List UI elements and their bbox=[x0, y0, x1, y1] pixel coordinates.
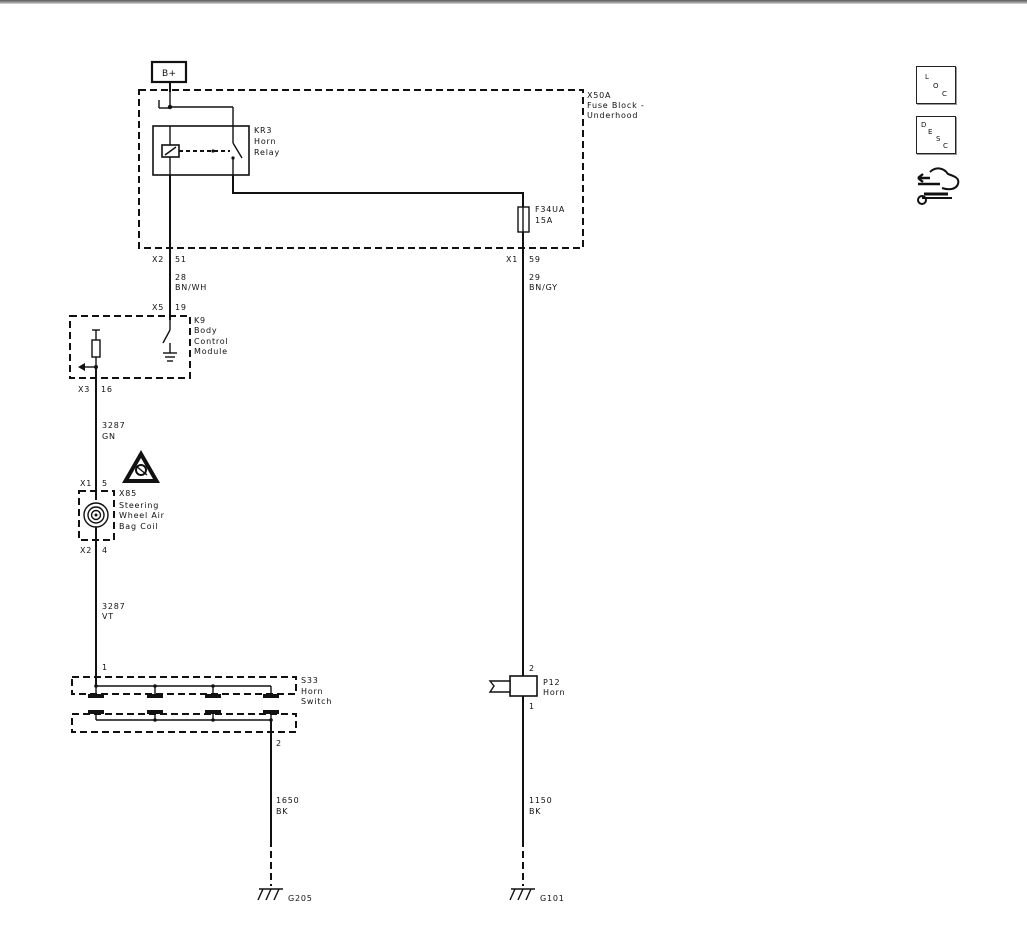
desc-letter-4: C bbox=[943, 142, 948, 150]
horn-pin-top: 2 bbox=[529, 664, 535, 673]
conn-x5: X5 bbox=[152, 303, 164, 312]
coil-id: X85 bbox=[119, 489, 137, 498]
switch-name-1: Horn bbox=[301, 687, 323, 696]
coil-name-2: Wheel Air bbox=[119, 511, 165, 520]
fuse-block-id: X50A bbox=[587, 91, 611, 100]
clockspring-coil-icon bbox=[83, 502, 109, 528]
desc-button[interactable]: D E S C bbox=[916, 116, 956, 154]
fuse-id: F34UA bbox=[535, 205, 565, 214]
pin-59: 59 bbox=[529, 255, 541, 264]
horn-pin-bottom: 1 bbox=[529, 702, 535, 711]
pin-16: 16 bbox=[101, 385, 113, 394]
loc-letter-1: L bbox=[925, 73, 929, 81]
desc-letter-1: D bbox=[921, 121, 927, 129]
ground-right-label: G101 bbox=[540, 894, 565, 903]
wire-3287-gn-color: GN bbox=[102, 432, 116, 441]
pin-5: 5 bbox=[102, 479, 108, 488]
horn-switch-outline-bottom bbox=[71, 713, 297, 733]
horn-icon bbox=[488, 675, 538, 697]
conn-x3: X3 bbox=[78, 385, 90, 394]
bcm-name-3: Module bbox=[194, 347, 228, 356]
desc-letter-2: E bbox=[928, 128, 933, 136]
wire-relay-to-fuse bbox=[232, 175, 524, 208]
wire-29-color: BN/GY bbox=[529, 283, 558, 292]
bcm-internals bbox=[78, 320, 177, 371]
coil-name-3: Bag Coil bbox=[119, 522, 158, 531]
loc-button[interactable]: L O C bbox=[916, 66, 956, 104]
connector-hand-wrench-icon[interactable] bbox=[914, 164, 964, 210]
wire-1650-color: BK bbox=[276, 807, 288, 816]
wire-28-circuit: 28 bbox=[175, 273, 187, 282]
loc-letter-3: C bbox=[942, 90, 947, 98]
pin-19: 19 bbox=[175, 303, 187, 312]
wire-3287-vt-color: VT bbox=[102, 612, 114, 621]
airbag-warning-icon bbox=[122, 450, 160, 483]
wire-28-color: BN/WH bbox=[175, 283, 207, 292]
wire-3287-gn-circuit: 3287 bbox=[102, 421, 126, 430]
switch-pin-top: 1 bbox=[102, 663, 108, 672]
pin-4: 4 bbox=[102, 546, 108, 555]
conn-x2-coil: X2 bbox=[80, 546, 92, 555]
window-top-border bbox=[0, 0, 1027, 4]
fuse-rating: 15A bbox=[535, 216, 553, 225]
ground-symbol-left bbox=[257, 888, 283, 901]
horn-switch-contacts bbox=[88, 684, 279, 722]
conn-x2: X2 bbox=[152, 255, 164, 264]
ground-symbol-right bbox=[509, 888, 535, 901]
horn-name-1: Horn bbox=[543, 688, 565, 697]
loc-letter-2: O bbox=[933, 82, 939, 90]
coil-name-1: Steering bbox=[119, 501, 159, 510]
horn-switch-outline-top bbox=[71, 676, 297, 695]
switch-id: S33 bbox=[301, 676, 319, 685]
fuse-block-name-2: Underhood bbox=[587, 111, 638, 120]
horn-id: P12 bbox=[543, 678, 560, 687]
horn-relay bbox=[152, 92, 250, 176]
bcm-id: K9 bbox=[194, 316, 206, 325]
desc-letter-3: S bbox=[936, 135, 941, 143]
fuse-block-outline bbox=[138, 89, 584, 249]
wire-29-circuit: 29 bbox=[529, 273, 541, 282]
fuse-block-name-1: Fuse Block - bbox=[587, 101, 645, 110]
conn-x1-coil: X1 bbox=[80, 479, 92, 488]
conn-x1: X1 bbox=[506, 255, 518, 264]
switch-pin-bottom: 2 bbox=[276, 739, 282, 748]
fuse-f34ua bbox=[517, 206, 530, 233]
relay-name-1: Horn bbox=[254, 137, 276, 146]
wire-3287-vt-circuit: 3287 bbox=[102, 602, 126, 611]
wire-1150-circuit: 1150 bbox=[529, 796, 553, 805]
bcm-name-1: Body bbox=[194, 326, 217, 335]
bcm-outline bbox=[69, 315, 191, 379]
ground-left-label: G205 bbox=[288, 894, 313, 903]
pin-51: 51 bbox=[175, 255, 187, 264]
battery-label: B+ bbox=[162, 69, 176, 79]
wire-1150-color: BK bbox=[529, 807, 541, 816]
battery-positive-terminal: B+ bbox=[150, 60, 188, 92]
switch-name-2: Switch bbox=[301, 697, 332, 706]
bcm-name-2: Control bbox=[194, 337, 229, 346]
relay-name-2: Relay bbox=[254, 148, 280, 157]
relay-id: KR3 bbox=[254, 126, 272, 135]
wire-1650-circuit: 1650 bbox=[276, 796, 300, 805]
